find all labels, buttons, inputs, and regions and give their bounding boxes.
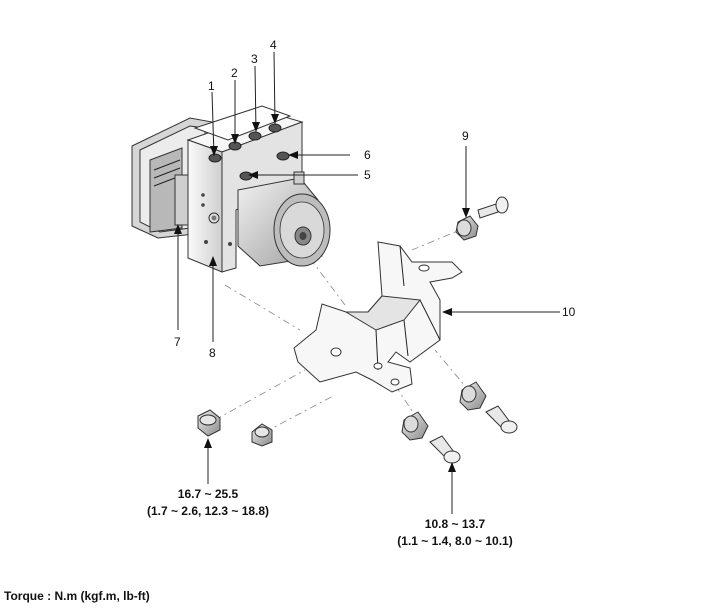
torque-nut-nm: 16.7 ~ 25.5: [177, 487, 239, 501]
grommet-lower-right-b: [401, 411, 429, 441]
port-5: [239, 171, 253, 181]
callout-8: 8: [209, 346, 216, 360]
leader-lines: [177, 51, 560, 514]
grommet-lower-right-a: [459, 381, 487, 411]
torque-nut-alt-units: (1.7 ~ 2.6, 12.3 ~ 18.8): [146, 504, 270, 518]
torque-bolt-alt-units: (1.1 ~ 1.4, 8.0 ~ 10.1): [397, 534, 513, 548]
nut-lower-left-b: [251, 423, 273, 447]
torque-bolt-nm: 10.8 ~ 13.7: [424, 517, 486, 531]
callout-7: 7: [174, 335, 181, 349]
nut-lower-left-a: [197, 409, 221, 437]
callout-3: 3: [251, 52, 258, 66]
callout-4: 4: [270, 38, 277, 52]
port-1: [208, 153, 222, 163]
mounting-bracket: [293, 241, 463, 393]
bolt-lower-right-a: [485, 405, 518, 434]
callout-1: 1: [208, 79, 215, 93]
bolt-lower-right-b: [429, 435, 461, 464]
port-4: [268, 123, 282, 133]
callout-10: 10: [562, 305, 576, 319]
pump-motor: [237, 171, 331, 267]
torque-spec-bolt: 10.8 ~ 13.7 (1.1 ~ 1.4, 8.0 ~ 10.1): [360, 516, 550, 550]
callout-9: 9: [462, 129, 469, 143]
arrowheads: [174, 114, 470, 472]
torque-spec-nut: 16.7 ~ 25.5 (1.7 ~ 2.6, 12.3 ~ 18.8): [118, 486, 298, 520]
callout-labels: 1 2 3 4 6 5 9 10 7 8: [174, 38, 576, 360]
grommet-and-bolt-9: [455, 196, 509, 241]
port-3: [248, 131, 262, 141]
torque-units-legend: Torque : N.m (kgf.m, lb-ft): [4, 589, 150, 603]
callout-5: 5: [364, 168, 371, 182]
callout-6: 6: [364, 148, 371, 162]
callout-2: 2: [231, 66, 238, 80]
port-6: [276, 151, 290, 161]
